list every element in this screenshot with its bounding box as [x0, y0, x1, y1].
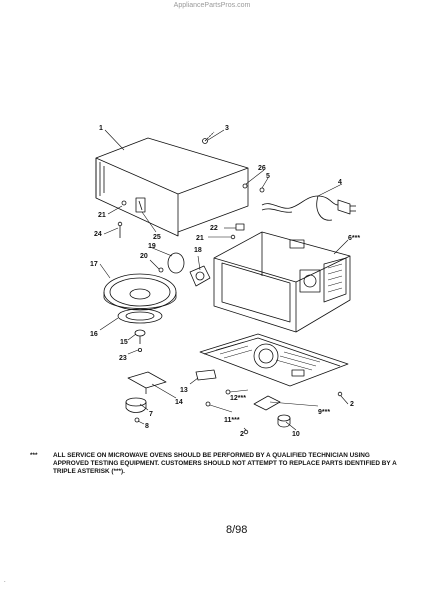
screw-2b	[243, 429, 249, 435]
oven-cavity-chassis	[213, 231, 351, 333]
bracket-25	[135, 197, 146, 213]
callout-9: 9***	[318, 409, 330, 416]
bracket-14	[127, 371, 167, 394]
callout-23: 23	[119, 355, 127, 362]
screw-21	[121, 200, 127, 206]
screw-21b	[230, 234, 236, 240]
callout-16: 16	[90, 331, 98, 338]
base-plate	[199, 333, 349, 387]
screw-24	[117, 221, 123, 227]
part-22	[235, 223, 245, 231]
part-26	[242, 183, 248, 189]
turntable-tray	[103, 273, 177, 311]
roller-ring-16	[117, 308, 163, 324]
callout-11: 11***	[224, 417, 240, 424]
callout-20: 20	[140, 253, 148, 260]
callout-12: 12***	[230, 395, 246, 402]
part-13	[195, 369, 217, 381]
foot-7	[125, 397, 147, 413]
callout-2b: 2	[240, 431, 244, 438]
notice-asterisks: ***	[30, 452, 38, 459]
callout-26: 26	[258, 165, 266, 172]
part-23	[137, 347, 142, 352]
callout-17: 17	[90, 261, 98, 268]
screw-8	[134, 417, 140, 423]
screw-5	[259, 187, 265, 193]
callout-21a: 21	[98, 212, 106, 219]
callout-3: 3	[225, 125, 229, 132]
power-cord-4	[261, 195, 356, 221]
callout-21b: 21	[196, 235, 204, 242]
callout-24: 24	[94, 231, 102, 238]
notice-text: ALL SERVICE ON MICROWAVE OVENS SHOULD BE…	[53, 452, 397, 475]
leader-lines	[99, 129, 349, 431]
screw-20	[158, 267, 164, 273]
callout-14: 14	[175, 399, 183, 406]
callout-labels: 1 3 26 5 4 6*** 21 24 25 22 21 19 18 20 …	[90, 125, 360, 438]
callout-10: 10	[292, 431, 300, 438]
callout-15: 15	[120, 339, 128, 346]
callout-2a: 2	[350, 401, 354, 408]
callout-22: 22	[210, 225, 218, 232]
outer-cabinet	[95, 137, 249, 237]
plate-9	[253, 395, 281, 411]
callout-19: 19	[148, 243, 156, 250]
screw-12	[225, 389, 231, 395]
callout-25: 25	[153, 234, 161, 241]
callout-1: 1	[99, 125, 103, 132]
page-number: 8/98	[226, 524, 248, 536]
callout-6: 6***	[348, 235, 360, 242]
watermark-text: AppliancePartsPros.com	[173, 2, 251, 9]
callout-4: 4	[338, 179, 342, 186]
screw-3	[202, 131, 215, 144]
part-19-cover	[167, 252, 185, 274]
callout-18: 18	[194, 247, 202, 254]
foot-10	[277, 414, 291, 428]
part-18	[189, 265, 211, 287]
corner-dot: .	[4, 578, 6, 584]
callout-8: 8	[145, 423, 149, 430]
screw-11	[205, 401, 211, 407]
callout-13: 13	[180, 387, 188, 394]
coupler-15	[134, 329, 146, 344]
callout-7: 7	[149, 411, 153, 418]
callout-5: 5	[266, 173, 270, 180]
screw-2	[337, 391, 343, 397]
